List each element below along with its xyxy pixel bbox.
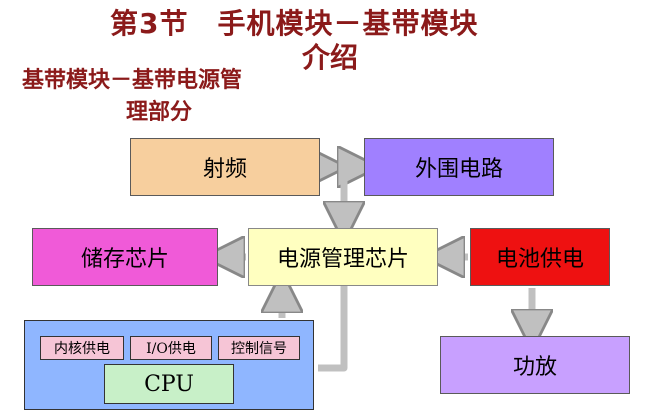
battery-supply-block: 电池供电 <box>470 228 610 286</box>
power-management-chip-block: 电源管理芯片 <box>248 228 438 286</box>
slide-subtitle-line2: 理部分 <box>126 100 193 125</box>
control-signal-label: 控制信号 <box>218 336 300 360</box>
slide-title-line2: 介绍 <box>302 41 359 74</box>
power-amplifier-block: 功放 <box>440 336 630 394</box>
cpu-block: CPU <box>104 364 234 404</box>
storage-chip-block: 储存芯片 <box>32 228 218 286</box>
slide-title-line1: 第3节 手机模块－基带模块 <box>110 7 479 40</box>
rf-block: 射频 <box>130 138 320 196</box>
slide-subtitle-line1: 基带模块－基带电源管 <box>22 68 243 93</box>
peripheral-circuit-block: 外围电路 <box>364 138 554 196</box>
io-power-label: I/O供电 <box>130 336 212 360</box>
core-power-label: 内核供电 <box>40 336 124 360</box>
